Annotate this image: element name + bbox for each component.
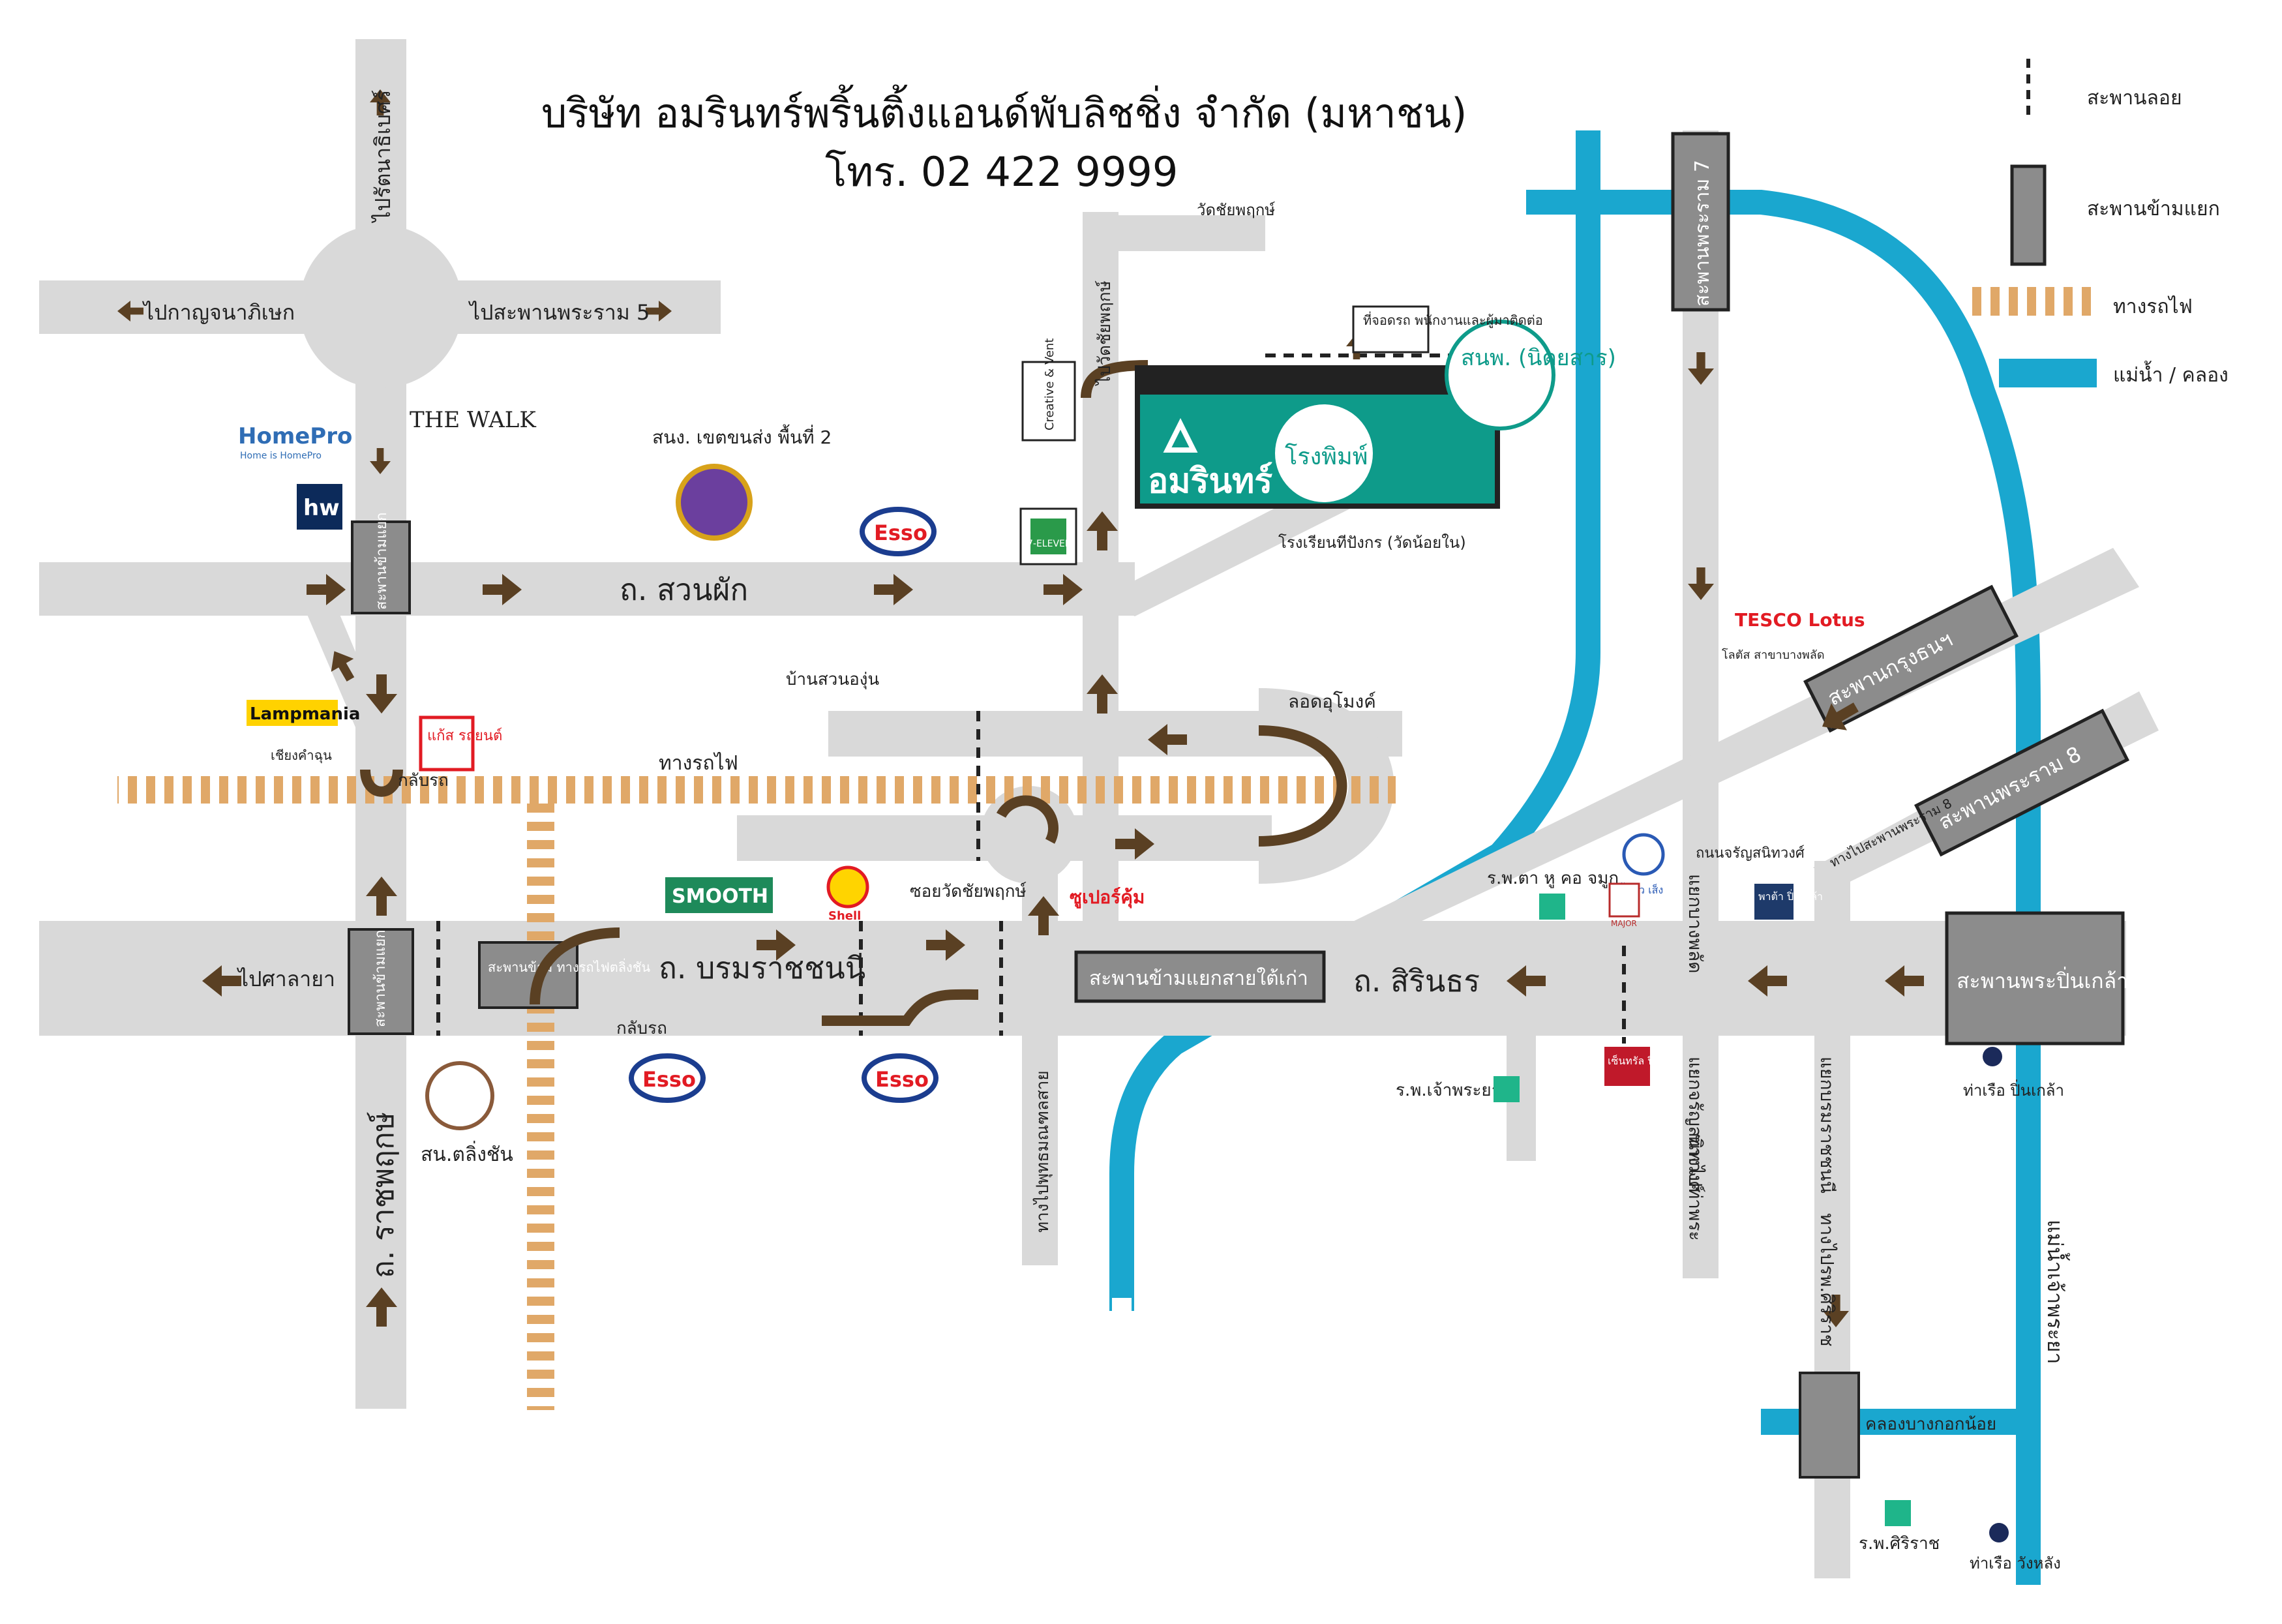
charan-road-label: ถนนจรัญสนิทวงศ์ xyxy=(1696,845,1805,862)
siriraj-hospital-icon xyxy=(1885,1500,1911,1526)
rama7-bridge-label: สะพานพระราม 7 xyxy=(1691,160,1714,307)
charan-junction-label: แยกจรัญสนิทวงศ์ xyxy=(1685,1057,1706,1193)
company-phone: โทร. 02 422 9999 xyxy=(825,148,1178,196)
ear-hospital-icon xyxy=(1539,894,1565,920)
esso-logo-top: Esso xyxy=(874,520,927,545)
to-rama5-label: ไปสะพานพระราม 5 xyxy=(468,300,650,325)
landmarks: THE WALK HomePro Home is HomePro hw สนง.… xyxy=(238,338,2064,1572)
pier-pinklao-icon xyxy=(1983,1047,2002,1066)
road-labels: ถ. สวนผัก ถ. บรมราชชนนี ถ. สิรินธร ถ. รา… xyxy=(142,90,2070,1435)
tesco-sub-label: โลตัส สาขาบางพลัด xyxy=(1722,648,1825,662)
pier-pinklao-label: ท่าเรือ ปิ่นเกล้า xyxy=(1963,1079,2064,1100)
central-pinklao-label: เซ็นทรัล ปิ่นเกล้า xyxy=(1608,1053,1683,1067)
railway: ทางรถไฟ xyxy=(117,751,1396,1410)
legend-flyover: สะพานข้ามแยก xyxy=(2087,198,2220,220)
map-legend: สะพานลอย สะพานข้ามแยก ทางรถไฟ แม่น้ำ / ค… xyxy=(1963,59,2229,387)
shell-logo: Shell xyxy=(828,909,861,923)
to-phutthamonthon-label: ทางไปพุทธมณฑลสาย xyxy=(1032,1070,1053,1233)
the-walk-logo: THE WALK xyxy=(410,407,536,433)
soi-wat-label: ซอยวัดชัยพฤกษ์ xyxy=(910,882,1027,901)
esso-logo-right: Esso xyxy=(875,1067,929,1092)
u-turn-label-2: กลับรถ xyxy=(616,1019,667,1038)
school-label: โรงเรียนทีปังกร (วัดน้อยใน) xyxy=(1278,534,1466,552)
to-tha-phra-label: ทางไปท่าพระ xyxy=(1685,1135,1706,1241)
tesco-logo: TESCO Lotus xyxy=(1735,609,1865,631)
to-wat-chaiyaphruek-label: ไปวัดชัยพฤกษ์ xyxy=(1094,280,1115,386)
legend-river: แม่น้ำ / คลอง xyxy=(2113,361,2229,387)
chao-phraya-hospital-label: ร.พ.เจ้าพระยา xyxy=(1396,1081,1501,1100)
homeworks-logo xyxy=(297,484,342,530)
homepro-logo: HomePro xyxy=(238,423,352,449)
suan-phak-road-label: ถ. สวนผัก xyxy=(620,572,748,607)
flyovers: สะพานพระราม 7 สะพานกรุงธนฯ สะพานพระราม 8… xyxy=(348,132,2129,1479)
legend-railway: ทางรถไฟ xyxy=(2113,295,2193,318)
chiang-kham-label: เชียงคำฉุน xyxy=(271,747,332,764)
creative-vent-logo: Creative & Vent xyxy=(1043,338,1057,430)
company-name: บริษัท อมรินทร์พริ้นติ้งแอนด์พับลิชชิ่ง … xyxy=(541,84,1467,137)
taling-chan-office-label: สน.ตลิ่งชัน xyxy=(421,1141,513,1166)
esso-logo-left: Esso xyxy=(642,1067,696,1092)
sai-tai-kao-bridge-label: สะพานข้ามแยกสายใต้เก่า xyxy=(1089,967,1308,990)
pier-wang-lang-label: ท่าเรือ วังหลัง xyxy=(1970,1554,2061,1572)
chao-phraya-label: แม่น้ำเจ้าพระยา xyxy=(2043,1220,2070,1364)
taling-chan-bridge-label: สะพานข้าม ทางรถไฟตลิ่งชัน xyxy=(488,958,650,975)
major-label: MAJOR xyxy=(1611,919,1637,928)
bang-phlat-junction-label: แยกบางพลัด xyxy=(1685,874,1706,973)
homeworks-text: hw xyxy=(303,495,340,521)
siriraj-hospital-label: ร.พ.ศิริราช xyxy=(1859,1534,1940,1554)
suan-phak-flyover-label: สะพานข้ามแยก xyxy=(374,513,390,610)
chao-phraya-hospital-icon xyxy=(1494,1076,1520,1102)
printing-house-label: โรงพิมพ์ xyxy=(1285,443,1368,470)
ratchaphruek-road-label: ถ. ราชพฤกษ์ xyxy=(365,1112,400,1278)
to-ratchawat-label: ไปรัตนาธิเบศร์ xyxy=(370,90,395,224)
borom-flyover-label: สะพานข้ามแยก xyxy=(372,930,389,1027)
pinklao-bridge-label: สะพานพระปิ่นเกล้า xyxy=(1957,967,2128,993)
district-office-seal xyxy=(676,464,753,541)
roads xyxy=(39,39,2159,1578)
to-siriraj-label: ทางไปรพ.ศิริราช xyxy=(1816,1213,1838,1347)
amarin-magazine-label: สนพ. (นิตยสาร) xyxy=(1461,345,1616,371)
legend-floating-bridge: สะพานลอย xyxy=(2087,87,2182,110)
homepro-tagline: Home is HomePro xyxy=(240,451,322,461)
super-khum-logo: ซูเปอร์คุ้ม xyxy=(1070,886,1145,909)
pata-label: พาต้า ปิ่นเกล้า xyxy=(1758,889,1823,903)
railway-label: ทางรถไฟ xyxy=(659,751,738,775)
sirindhorn-road-label: ถ. สิรินธร xyxy=(1353,963,1480,999)
ban-suan-label: บ้านสวนองุ่น xyxy=(786,670,879,689)
smooth-e-logo: SMOOTH E xyxy=(672,885,788,908)
pier-wang-lang-icon xyxy=(1989,1523,2009,1542)
to-salaya-label: ไปศาลายา xyxy=(236,967,335,991)
to-kanchanaphisek-label: ไปกาญจนาภิเษก xyxy=(142,300,295,325)
borom-road-label: ถ. บรมราชชนนี xyxy=(659,950,865,985)
borom-junction-label: แยกบรมราชชนนี xyxy=(1816,1057,1838,1194)
amarin-logo-text: อมรินทร์ xyxy=(1148,462,1272,501)
parking-label: ที่จอดรถ พนักงานและผู้มาติดต่อ xyxy=(1363,311,1543,329)
amarin-printing-building: อมรินทร์ โรงพิมพ์ สนพ. (นิตยสาร) ที่จอดร… xyxy=(1135,305,1616,509)
u-turn-label-1: กลับรถ xyxy=(398,771,449,790)
wat-chaiyaphruek-label: วัดชัยพฤกษ์ xyxy=(1197,201,1276,219)
map-title: บริษัท อมรินทร์พริ้นติ้งแอนด์พับลิชชิ่ง … xyxy=(541,84,1467,196)
bangkok-noi-canal-label: คลองบางกอกน้อย xyxy=(1865,1415,1996,1434)
lampmania-logo: Lampmania xyxy=(250,704,360,724)
seven-eleven-logo: 7-ELEVEN xyxy=(1027,539,1072,549)
taling-chan-seal xyxy=(425,1061,494,1130)
kaew-rodyon-label: แก้ส รถยนต์ xyxy=(427,728,502,744)
district-office-label: สนง. เขตขนส่ง พื้นที่ 2 xyxy=(652,424,832,448)
tunnel-label: ลอดอุโมงค์ xyxy=(1288,691,1376,713)
ear-hospital-label: ร.พ.ตา หู คอ จมูก xyxy=(1487,869,1619,888)
